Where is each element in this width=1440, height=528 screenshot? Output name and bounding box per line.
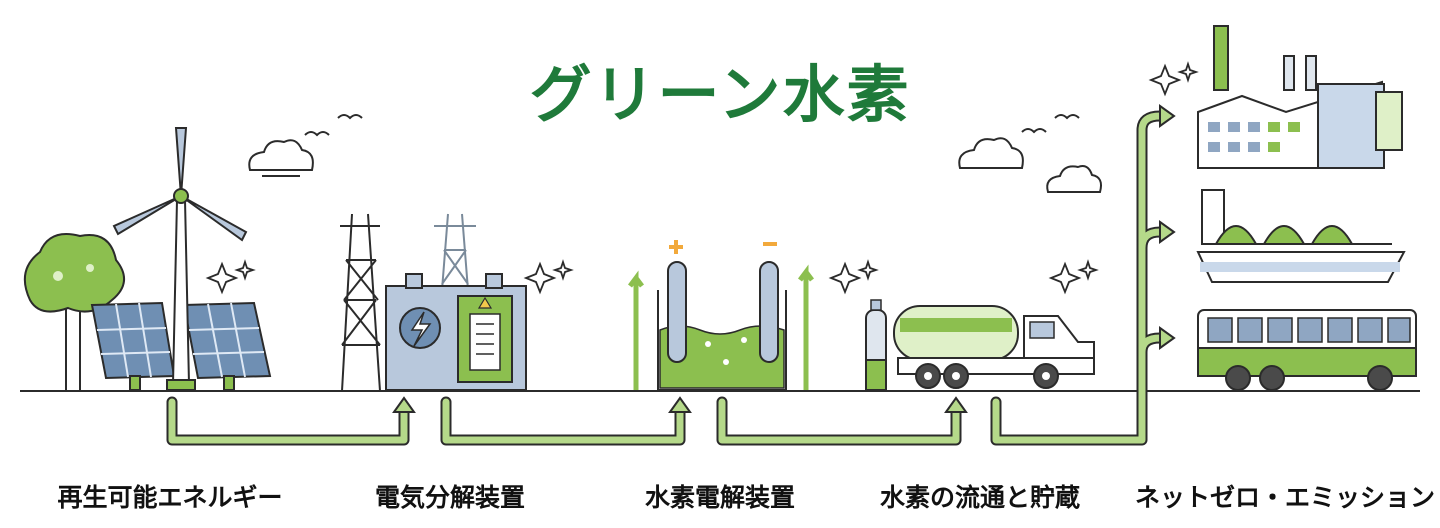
- bus-icon: [1197, 309, 1417, 391]
- stage-label-electrolysis-equipment: 電気分解装置: [374, 483, 525, 512]
- power-tower-icon: [434, 213, 476, 291]
- sparkle-icon: [205, 61, 1199, 295]
- hydrogen-truck-icon: [893, 305, 1095, 389]
- stage-label-net-zero-emission: ネットゼロ・エミッション: [1135, 483, 1436, 512]
- page-title: グリーン水素: [529, 58, 911, 131]
- wind-turbine-icon: [112, 127, 248, 391]
- arrow-heads: [392, 104, 1176, 413]
- solar-panel-icon: [90, 301, 176, 391]
- bird-icon: [304, 114, 1080, 137]
- gas-cylinder-icon: [865, 299, 887, 391]
- factory-icon: [1197, 25, 1403, 169]
- stage-label-renewable-energy: 再生可能エネルギー: [57, 483, 283, 512]
- stage-label-hydrogen-electrolyzer: 水素電解装置: [644, 483, 795, 512]
- solar-panel-icon: [182, 301, 272, 391]
- power-tower-icon: [340, 213, 381, 392]
- transformer-icon: [385, 273, 527, 391]
- tree-icon: [23, 233, 125, 392]
- stage-label-hydrogen-distribution-storage: 水素の流通と貯蔵: [879, 483, 1080, 512]
- cloud-icon: [248, 139, 314, 177]
- flow-arrows-fill: [168, 112, 1164, 444]
- cloud-icon: [958, 137, 1102, 193]
- electrolyzer-icon: [628, 240, 814, 391]
- lng-ship-icon: [1196, 189, 1406, 283]
